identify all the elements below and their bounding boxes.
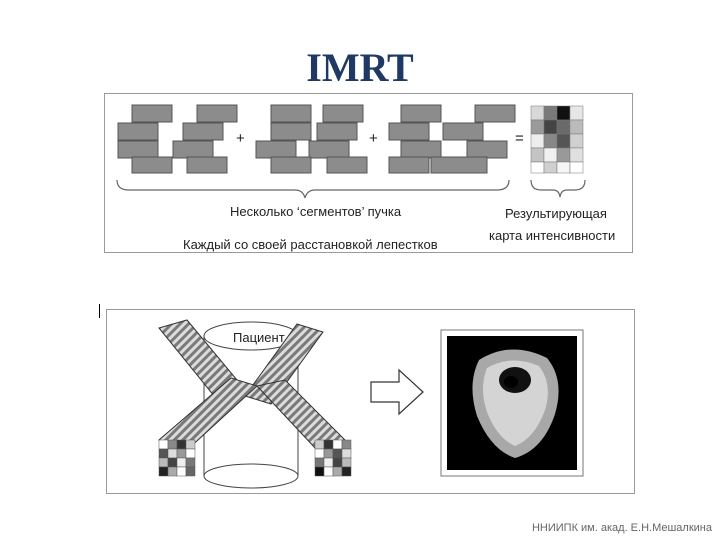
- intensity-map: [530, 105, 584, 174]
- mlc-segment-3: [388, 104, 516, 174]
- mlc-segment-2: [255, 104, 368, 174]
- segments-panel: + + = Несколько ‘сегментов’ пучка Каждый…: [104, 93, 633, 253]
- plus-sign-2: +: [369, 130, 378, 147]
- slide-title: IMRT: [306, 45, 414, 90]
- label-each-arrangement: Каждый со своей расстановкой лепестков: [183, 237, 438, 252]
- label-result-line1: Результирующая: [505, 206, 607, 221]
- patient-label: Пациент: [233, 330, 285, 345]
- dose-distribution-image: [440, 329, 584, 477]
- right-arrow-icon: [370, 368, 424, 416]
- fluence-map-right: [314, 439, 352, 477]
- plus-sign-1: +: [236, 130, 245, 147]
- equals-sign: =: [515, 130, 524, 147]
- mlc-segment-1: [117, 104, 238, 174]
- fluence-map-left: [158, 439, 196, 477]
- brace-segments: [116, 179, 510, 199]
- patient-panel: Пациент: [106, 309, 635, 494]
- brace-result: [530, 179, 586, 198]
- stray-mark: [99, 304, 100, 318]
- segments-diagram: [116, 104, 586, 199]
- beam-diagram: [158, 319, 584, 489]
- label-segments: Несколько ‘сегментов’ пучка: [230, 204, 402, 219]
- label-result-line2: карта интенсивности: [489, 228, 616, 243]
- footer-institute: ННИИПК им. акад. Е.Н.Мешалкина: [531, 522, 712, 534]
